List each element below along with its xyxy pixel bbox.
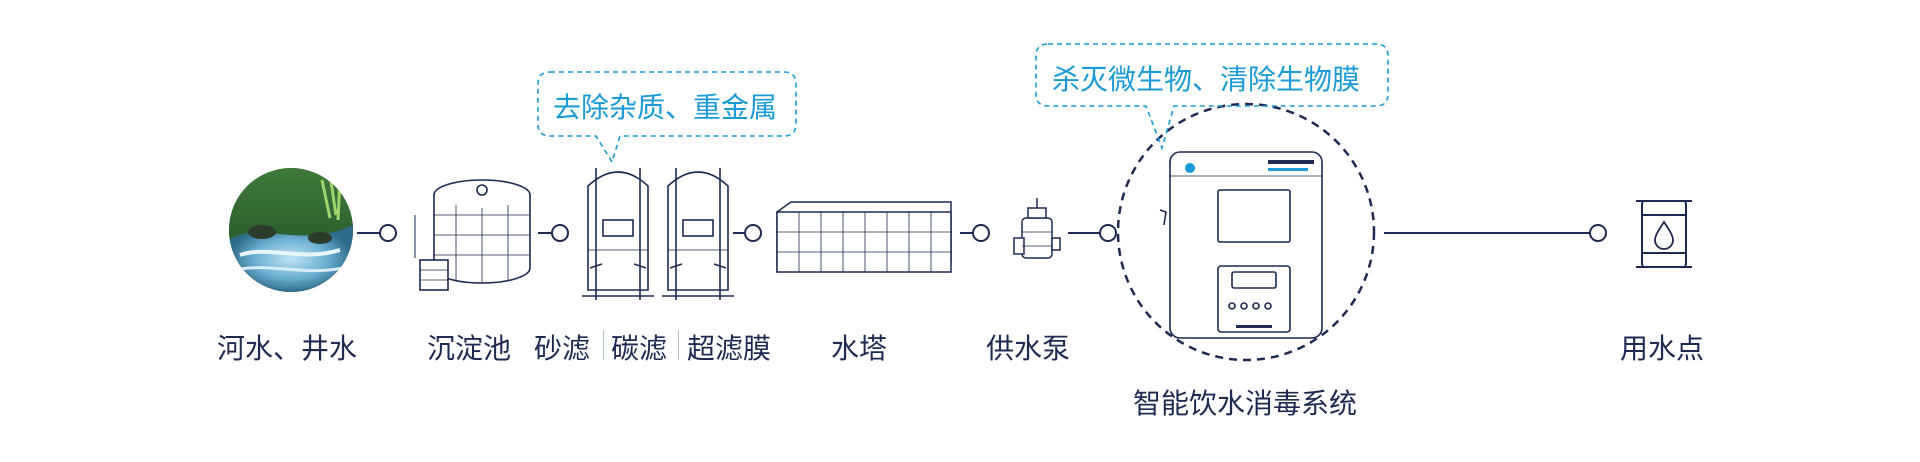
callout-filtration-bubble [537, 71, 797, 164]
filter-tanks-icon [582, 168, 734, 300]
connector-3 [733, 224, 762, 242]
water-tower-icon [776, 201, 952, 273]
label-supply-pump: 供水泵 [986, 332, 1071, 365]
river-photo-icon [229, 168, 353, 292]
label-carbon-filter: 碳滤 [611, 332, 668, 365]
connector-1 [357, 224, 397, 242]
label-source: 河水、井水 [217, 332, 358, 365]
label-sedimentation: 沉淀池 [427, 332, 512, 365]
label-sand-filter: 砂滤 [534, 332, 591, 365]
disinfection-system-icon [1116, 102, 1376, 362]
connector-6 [1384, 224, 1607, 242]
water-barrel-icon [1636, 200, 1692, 268]
connector-4 [960, 224, 990, 242]
sedimentation-tank-icon [414, 179, 531, 291]
callout-filtration-text: 去除杂质、重金属 [553, 91, 778, 124]
pump-icon [1013, 198, 1061, 259]
label-disinfection-system: 智能饮水消毒系统 [1133, 387, 1358, 420]
label-water-tower: 水塔 [831, 332, 888, 365]
separator-2 [678, 330, 679, 360]
connector-5 [1068, 224, 1117, 242]
callout-disinfection-text: 杀灭微生物、清除生物膜 [1052, 63, 1361, 96]
label-point-of-use: 用水点 [1620, 332, 1705, 365]
label-ultrafiltration: 超滤膜 [687, 332, 772, 365]
connector-2 [538, 224, 569, 242]
separator-1 [603, 330, 604, 360]
